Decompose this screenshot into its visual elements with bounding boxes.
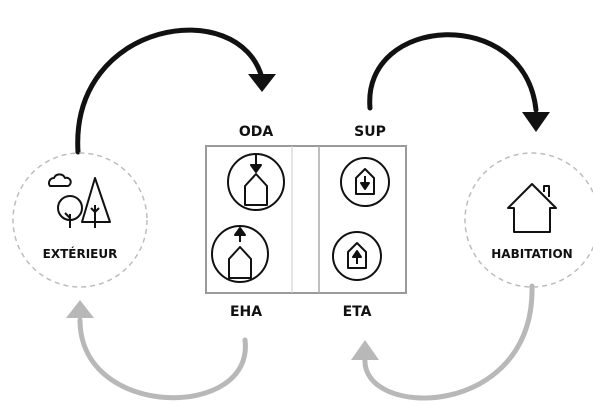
- house-arrow-down-icon: [227, 153, 285, 211]
- arrow-eha-to-exterieur: [66, 300, 248, 401]
- arrow-exterieur-to-oda: [75, 27, 276, 155]
- exterieur-node: EXTÉRIEUR: [12, 152, 148, 288]
- sup-label: SUP: [354, 124, 386, 140]
- ventilation-unit-box: [205, 145, 407, 294]
- house-arrow-up-icon: [211, 225, 269, 283]
- eha-label: EHA: [230, 304, 262, 320]
- habitation-node: HABITATION: [464, 152, 593, 288]
- eta-label: ETA: [343, 304, 372, 320]
- arrow-sup-to-habitation: [367, 32, 550, 132]
- arrow-habitation-to-eta: [351, 283, 535, 401]
- house-icon: [507, 183, 557, 233]
- trees-and-cloud-icon: [48, 173, 111, 228]
- oda-label: ODA: [239, 124, 274, 140]
- exterieur-label: EXTÉRIEUR: [43, 246, 118, 261]
- house-arrow-up-inside-icon: [332, 231, 382, 281]
- house-arrow-down-inside-icon: [340, 157, 390, 207]
- habitation-label: HABITATION: [491, 247, 572, 261]
